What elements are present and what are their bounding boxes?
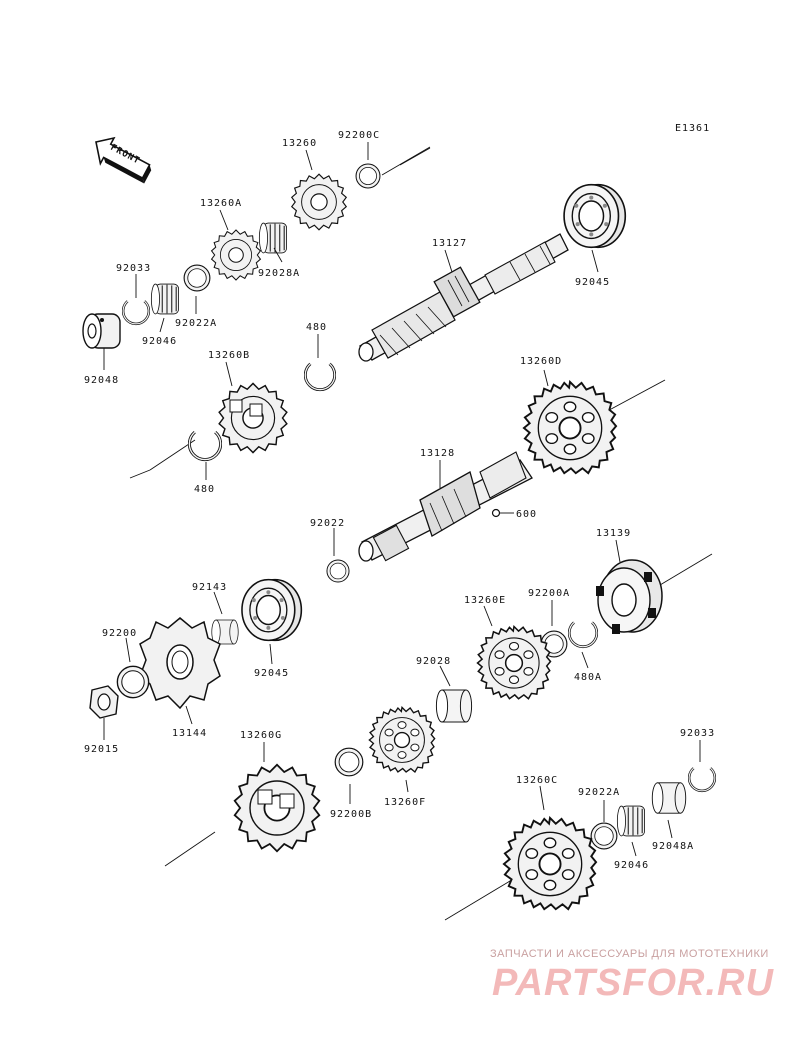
watermark-logo: PARTSFOR.RU	[492, 962, 774, 1004]
part-label: 13144	[172, 728, 207, 739]
gear-13260e	[476, 625, 552, 700]
part-label: 13260C	[516, 775, 558, 786]
part-label: 92048A	[652, 841, 694, 852]
front-arrow-icon	[95, 136, 152, 184]
gear-13260	[290, 173, 348, 231]
gear-13260f	[368, 706, 436, 773]
part-label: 13260G	[240, 730, 282, 741]
ball-bearing-92045-upper	[563, 183, 627, 249]
nut-92015	[89, 685, 119, 719]
part-label: 92045	[575, 277, 610, 288]
part-label: 13139	[596, 528, 631, 539]
dog-ring-13139	[596, 559, 663, 634]
part-label: 92143	[192, 582, 227, 593]
circlip-480-upper	[304, 362, 336, 392]
circlip-92033-lower	[688, 766, 716, 793]
washer-92022	[326, 559, 350, 583]
part-label: 92046	[614, 860, 649, 871]
part-label: 480	[306, 322, 327, 333]
part-label: 13260A	[200, 198, 242, 209]
gear-13260d	[522, 380, 618, 475]
ball-bearing-92045-lower	[241, 578, 303, 642]
part-label: 92022A	[578, 787, 620, 798]
washer-92200	[116, 665, 150, 699]
part-label: 92028A	[258, 268, 300, 279]
needle-bearing-92046-lower	[616, 805, 646, 837]
drive-shaft-13128	[358, 451, 533, 562]
part-label: 13260	[282, 138, 317, 149]
leader-lines	[103, 142, 701, 857]
gear-13260b	[218, 382, 288, 454]
part-label: 13260E	[464, 595, 506, 606]
washer-92200c	[355, 163, 381, 189]
part-label: 92200B	[330, 809, 372, 820]
diagram-code: E1361	[675, 123, 710, 134]
sprocket-13144	[139, 617, 221, 710]
part-label: 92028	[416, 656, 451, 667]
watermark-tagline: ЗАПЧАСТИ И АКСЕССУАРЫ ДЛЯ МОТОТЕХНИКИ	[490, 948, 769, 960]
part-label: 13127	[432, 238, 467, 249]
part-label: 92048	[84, 375, 119, 386]
part-label: 92200A	[528, 588, 570, 599]
part-label: 92022	[310, 518, 345, 529]
bushing-92028	[435, 689, 473, 723]
part-label: 92033	[116, 263, 151, 274]
sleeve-92143	[211, 619, 239, 645]
part-label: 13260F	[384, 797, 426, 808]
part-label: 92033	[680, 728, 715, 739]
circlip-92033-upper	[122, 299, 150, 326]
part-label: 92022A	[175, 318, 217, 329]
part-label: 92046	[142, 336, 177, 347]
gear-13260a	[210, 229, 262, 281]
circlip-480-lower	[188, 430, 222, 462]
needle-bearing-92028a	[258, 222, 288, 254]
ball-600	[491, 508, 501, 518]
part-label: 13128	[420, 448, 455, 459]
part-label: 92045	[254, 668, 289, 679]
needle-bearing-92046-upper	[150, 283, 180, 315]
collar-92048a	[651, 782, 687, 814]
part-label: 480	[194, 484, 215, 495]
gear-13260c	[502, 816, 598, 911]
collar-92048	[82, 313, 121, 349]
part-label: 92015	[84, 744, 119, 755]
part-label: 13260B	[208, 350, 250, 361]
washer-92022a-lower	[590, 822, 618, 850]
part-label: 480A	[574, 672, 602, 683]
part-label: 92200	[102, 628, 137, 639]
part-label: 13260D	[520, 356, 562, 367]
output-shaft-13127	[358, 233, 569, 362]
washer-92022a-upper	[183, 264, 211, 292]
part-label: 92200C	[338, 130, 380, 141]
gear-13260g	[233, 763, 321, 853]
part-label: 600	[516, 509, 537, 520]
circlip-480a	[568, 620, 598, 649]
washer-92200b	[334, 747, 364, 777]
